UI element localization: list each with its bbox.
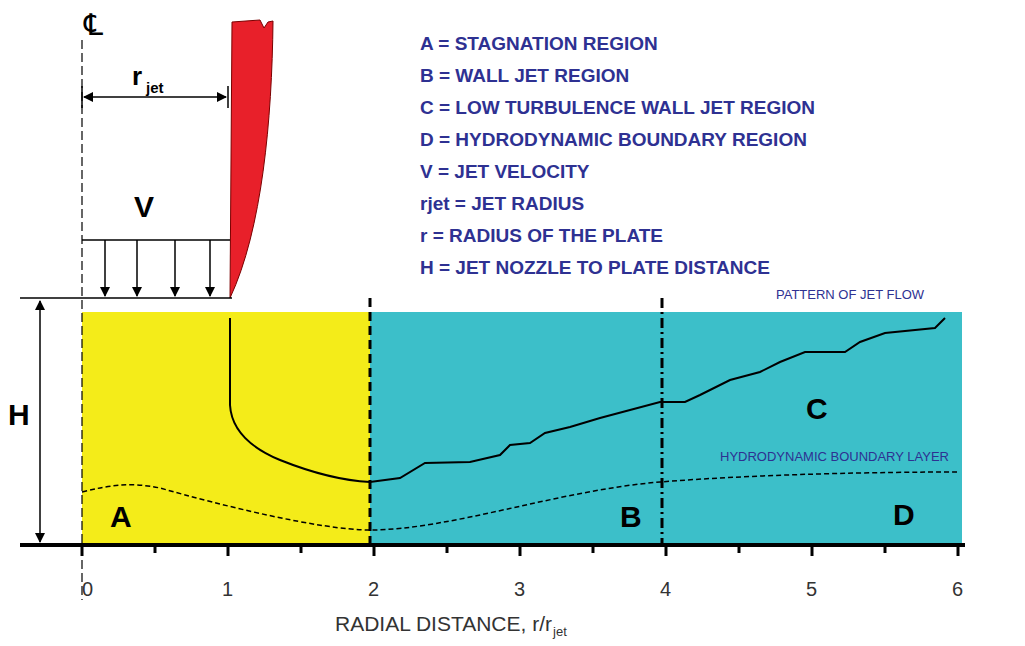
- plate-axis: [20, 543, 965, 547]
- axis-tick: [446, 545, 449, 553]
- region-letter: A: [110, 500, 132, 533]
- region-letter: C: [806, 392, 828, 425]
- curve-label: PATTERN OF JET FLOW: [776, 288, 924, 302]
- centerline: [81, 40, 82, 600]
- region-letter: D: [893, 498, 915, 531]
- axis-tick-label: 6: [952, 578, 963, 600]
- axis-tick-label: 4: [660, 578, 671, 600]
- radius-dimension: [84, 96, 226, 98]
- axis-tick: [957, 545, 960, 556]
- axis-title-subscript: jet: [553, 625, 567, 639]
- flow-region: B C D: [370, 312, 962, 545]
- axis-tick: [519, 545, 522, 556]
- nozzle-exit-line: [20, 297, 232, 299]
- region-divider: [661, 298, 664, 545]
- dimension-label: H: [8, 398, 30, 431]
- legend-definition: C = LOW TURBULENCE WALL JET REGION: [420, 98, 815, 119]
- axis-tick: [154, 545, 157, 553]
- axis-title: RADIAL DISTANCE, r/r: [335, 612, 552, 635]
- dimension-label: r: [132, 62, 142, 91]
- legend-definition: D = HYDRODYNAMIC BOUNDARY REGION: [420, 130, 807, 151]
- axis-tick: [884, 545, 887, 553]
- region-divider: [369, 298, 372, 545]
- nozzle: [230, 20, 273, 298]
- axis-tick-label: 3: [514, 578, 525, 600]
- curve-label: HYDRODYNAMIC BOUNDARY LAYER: [718, 450, 951, 464]
- axis-tick: [738, 545, 741, 553]
- axis-tick-label: 1: [222, 578, 233, 600]
- legend-definition: B = WALL JET REGION: [420, 66, 629, 87]
- axis-tick: [592, 545, 595, 553]
- region-letter: B: [620, 500, 642, 533]
- velocity-label: V: [134, 190, 154, 223]
- axis-tick: [811, 545, 814, 556]
- axis-tick: [227, 545, 230, 556]
- boundary-layer-curve: [82, 472, 960, 530]
- flow-region: A: [82, 312, 370, 545]
- axis-tick-label: 2: [368, 578, 379, 600]
- axis-tick-label: 0: [82, 578, 93, 600]
- axis-tick: [373, 545, 376, 556]
- legend-definition: r = RADIUS OF THE PLATE: [420, 226, 663, 247]
- axis-tick: [300, 545, 303, 553]
- axis-tick-label: 5: [806, 578, 817, 600]
- dimension-subscript: jet: [146, 80, 164, 97]
- height-dimension: [39, 301, 41, 542]
- velocity-profile: [82, 239, 230, 241]
- legend-definition: rjet = JET RADIUS: [420, 194, 584, 215]
- legend-definition: A = STAGNATION REGION: [420, 34, 658, 55]
- axis-tick: [81, 545, 84, 556]
- axis-tick: [665, 545, 668, 556]
- legend-definition: H = JET NOZZLE TO PLATE DISTANCE: [420, 258, 770, 279]
- centerline-symbol: ℄: [84, 8, 103, 41]
- legend-definition: V = JET VELOCITY: [420, 162, 589, 183]
